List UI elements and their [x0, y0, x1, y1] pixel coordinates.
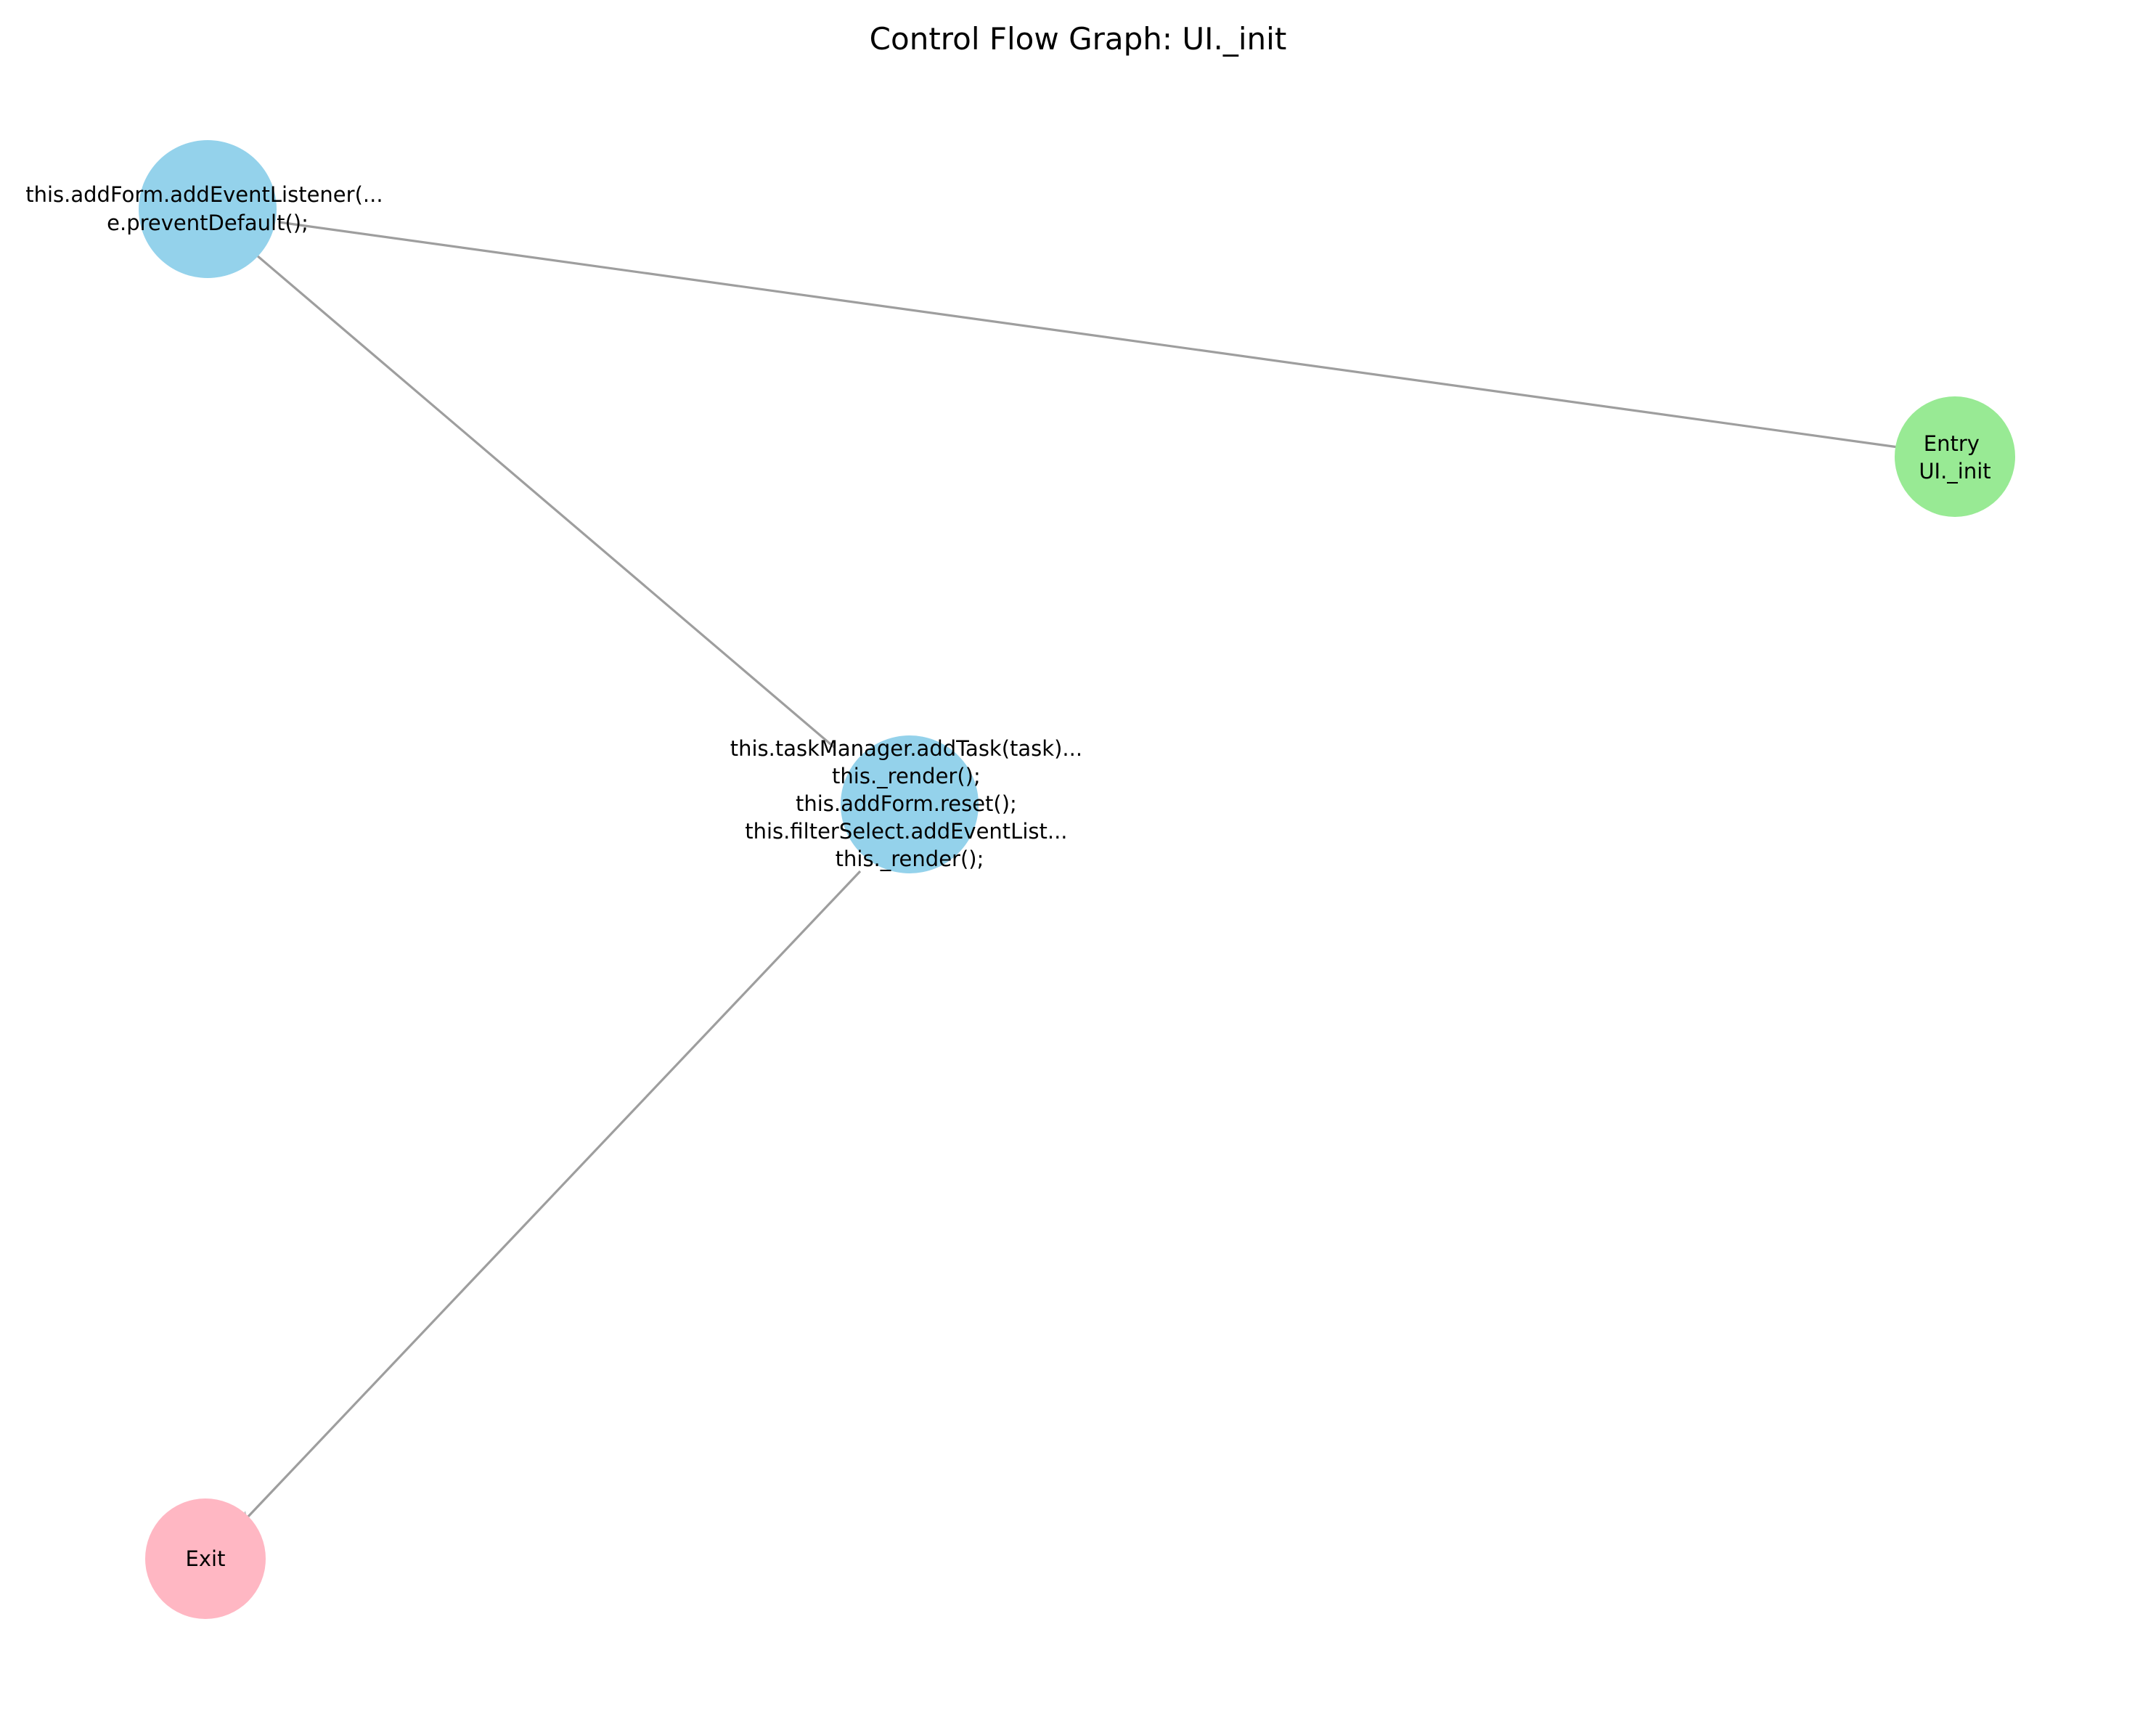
graph-title: Control Flow Graph: UI._init	[870, 21, 1287, 57]
node-labels: this.addForm.addEventListener(... e.prev…	[25, 182, 1990, 1571]
node-exit	[145, 1498, 266, 1619]
node-block2	[841, 735, 979, 873]
node-block1-label: this.addForm.addEventListener(... e.prev…	[25, 182, 390, 235]
edge-entry-block1	[278, 221, 1899, 449]
node-exit-label: Exit	[186, 1546, 226, 1571]
edge-block1-block2	[231, 233, 836, 749]
node-exit-line-1: Exit	[186, 1546, 226, 1571]
node-block1	[139, 140, 277, 278]
node-entry-line-2: UI._init	[1919, 459, 1990, 484]
node-entry-line-1: Entry	[1924, 431, 1980, 456]
edges	[225, 221, 1899, 1542]
nodes	[139, 140, 2015, 1619]
node-entry-label: Entry UI._init	[1919, 431, 1990, 484]
node-block2-line-5: this._render();	[836, 847, 984, 871]
node-entry	[1895, 396, 2015, 517]
node-block2-label: this.taskManager.addTask(task)... this._…	[730, 736, 1090, 871]
node-block2-line-3: this.addForm.reset();	[796, 791, 1017, 816]
edge-block2-exit	[231, 870, 862, 1535]
node-block2-line-1: this.taskManager.addTask(task)...	[730, 736, 1082, 761]
node-block2-line-4: this.filterSelect.addEventList...	[745, 819, 1067, 844]
node-block1-line-2: e.preventDefault();	[107, 211, 309, 235]
node-block2-line-2: this._render();	[832, 764, 981, 788]
node-block1-line-1: this.addForm.addEventListener(...	[25, 182, 383, 207]
